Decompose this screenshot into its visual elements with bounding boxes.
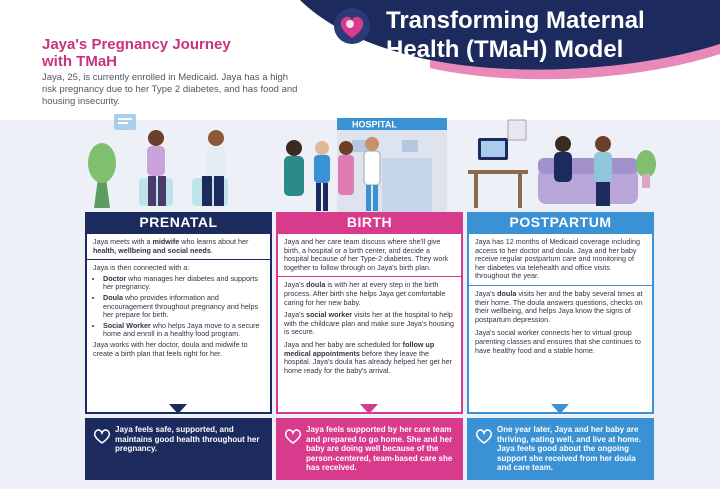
hospital-sign: HOSPITAL <box>352 120 397 130</box>
heart-hands-icon <box>475 429 493 444</box>
list-item: Doctor who manages her diabetes and supp… <box>103 274 264 292</box>
birth-column: BIRTH Jaya and her care team discuss whe… <box>276 212 463 414</box>
prenatal-arrow-icon <box>169 404 187 414</box>
header-wave-banner <box>300 0 720 80</box>
prenatal-body: Jaya meets with a midwife who learns abo… <box>85 232 272 414</box>
tmah-logo-icon <box>334 8 370 44</box>
heart-hands-icon <box>93 429 111 444</box>
birth-para-3: Jaya's social worker visits her at the h… <box>284 310 454 337</box>
prenatal-column: PRENATAL Jaya meets with a midwife who l… <box>85 212 272 414</box>
postpartum-illustration <box>468 119 656 208</box>
heart-hands-icon <box>284 429 302 444</box>
list-item: Social Worker who helps Jaya move to a s… <box>103 321 264 339</box>
postpartum-heading: POSTPARTUM <box>467 212 654 232</box>
prenatal-para-2: Jaya is then connected with a: Doctor wh… <box>87 260 270 362</box>
postpartum-para-3: Jaya's social worker connects her to vir… <box>475 328 641 355</box>
birth-body: Jaya and her care team discuss where she… <box>276 232 463 414</box>
postpartum-column: POSTPARTUM Jaya has 12 months of Medicai… <box>467 212 654 414</box>
prenatal-para-1: Jaya meets with a midwife who learns abo… <box>87 234 270 261</box>
prenatal-para-3: Jaya works with her doctor, doula and mi… <box>93 339 248 358</box>
birth-outcome: Jaya feels supported by her care team an… <box>276 418 463 480</box>
page-title: Transforming Maternal Health (TMaH) Mode… <box>386 7 645 63</box>
birth-arrow-icon <box>360 404 378 414</box>
prenatal-heading: PRENATAL <box>85 212 272 232</box>
birth-para-4: Jaya and her baby are scheduled for foll… <box>284 339 452 375</box>
prenatal-care-team-list: Doctor who manages her diabetes and supp… <box>103 274 264 339</box>
prenatal-illustration <box>88 114 228 208</box>
postpartum-outcome: One year later, Jaya and her baby are th… <box>467 418 654 480</box>
birth-illustration: HOSPITAL <box>284 118 447 214</box>
birth-para-1: Jaya and her care team discuss where she… <box>278 234 461 278</box>
intro-text: Jaya, 25, is currently enrolled in Medic… <box>42 72 298 107</box>
intro-title: Jaya's Pregnancy Journey with TMaH <box>42 36 231 70</box>
birth-heading: BIRTH <box>276 212 463 232</box>
birth-para-2: Jaya's doula is with her at every step i… <box>284 280 454 375</box>
postpartum-para-1: Jaya has 12 months of Medicaid coverage … <box>469 234 652 286</box>
postpartum-para-2: Jaya's doula visits her and the baby sev… <box>469 286 652 359</box>
postpartum-arrow-icon <box>551 404 569 414</box>
prenatal-outcome: Jaya feels safe, supported, and maintain… <box>85 418 272 480</box>
list-item: Doula who provides information and encou… <box>103 293 264 320</box>
postpartum-body: Jaya has 12 months of Medicaid coverage … <box>467 232 654 414</box>
